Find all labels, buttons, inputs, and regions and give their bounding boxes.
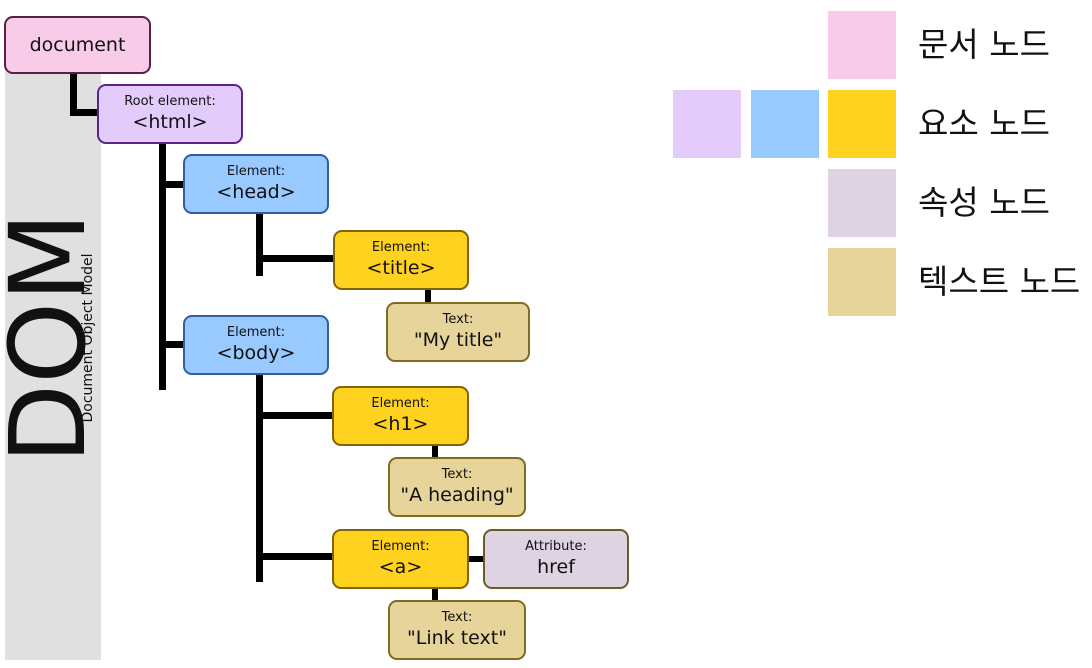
dom-subtitle: Document Object Model bbox=[80, 253, 96, 423]
title-node-type: Element: bbox=[371, 240, 431, 255]
legend-swatch-attribute bbox=[828, 169, 896, 237]
body-node: Element: <body> bbox=[183, 315, 329, 375]
h1-node: Element: <h1> bbox=[332, 386, 469, 446]
legend-label-text: 텍스트 노드 bbox=[918, 262, 1081, 301]
h1-text-node-value: "A heading" bbox=[400, 484, 514, 506]
connector-body-a bbox=[256, 553, 336, 560]
a-node: Element: <a> bbox=[332, 529, 469, 589]
connector-document-html-v bbox=[70, 72, 77, 116]
connector-title-text bbox=[425, 287, 431, 305]
a-attribute-node-value: href bbox=[537, 556, 575, 578]
a-node-type: Element: bbox=[371, 539, 430, 554]
a-node-tag: <a> bbox=[378, 556, 423, 578]
dom-sidebar bbox=[5, 60, 101, 660]
connector-html-trunk bbox=[159, 142, 166, 390]
body-node-type: Element: bbox=[226, 325, 286, 340]
h1-text-node-type: Text: bbox=[441, 467, 473, 482]
body-node-tag: <body> bbox=[216, 342, 296, 364]
connector-html-head bbox=[159, 181, 186, 188]
connector-head-trunk bbox=[256, 210, 263, 276]
legend-label-document: 문서 노드 bbox=[918, 25, 1050, 64]
legend-swatch-element-blue bbox=[751, 90, 819, 158]
head-node-tag: <head> bbox=[216, 181, 296, 203]
head-node: Element: <head> bbox=[183, 154, 329, 214]
html-node-tag: <html> bbox=[132, 111, 208, 133]
legend-swatch-document bbox=[828, 11, 896, 79]
connector-html-body bbox=[159, 341, 186, 348]
title-node: Element: <title> bbox=[333, 230, 469, 290]
connector-document-html-h bbox=[70, 109, 100, 116]
title-text-node-type: Text: bbox=[442, 312, 474, 327]
connector-a-text bbox=[432, 586, 438, 602]
connector-body-h1 bbox=[256, 412, 336, 419]
a-text-node-value: "Link text" bbox=[407, 627, 507, 649]
html-node: Root element: <html> bbox=[97, 84, 243, 144]
head-node-type: Element: bbox=[226, 164, 286, 179]
h1-node-type: Element: bbox=[371, 396, 430, 411]
legend-label-element: 요소 노드 bbox=[918, 104, 1050, 143]
h1-node-tag: <h1> bbox=[372, 413, 429, 435]
legend-label-attribute: 속성 노드 bbox=[918, 183, 1050, 222]
html-node-type: Root element: bbox=[124, 94, 216, 109]
document-node-label: document bbox=[29, 34, 126, 56]
connector-body-trunk bbox=[256, 372, 263, 582]
a-attribute-node-type: Attribute: bbox=[525, 539, 587, 554]
connector-h1-text bbox=[432, 444, 438, 460]
a-attribute-node: Attribute: href bbox=[483, 529, 629, 589]
document-node: document bbox=[4, 16, 151, 74]
h1-text-node: Text: "A heading" bbox=[388, 457, 526, 517]
a-text-node-type: Text: bbox=[441, 610, 473, 625]
legend-swatch-text bbox=[828, 248, 896, 316]
legend-swatch-element-yellow bbox=[828, 90, 896, 158]
title-text-node-value: "My title" bbox=[413, 329, 503, 351]
connector-head-title bbox=[256, 255, 336, 262]
a-text-node: Text: "Link text" bbox=[388, 600, 526, 660]
title-text-node: Text: "My title" bbox=[386, 302, 530, 362]
legend-swatch-element-root bbox=[673, 90, 741, 158]
connector-a-attr bbox=[467, 556, 487, 562]
title-node-tag: <title> bbox=[366, 257, 436, 279]
